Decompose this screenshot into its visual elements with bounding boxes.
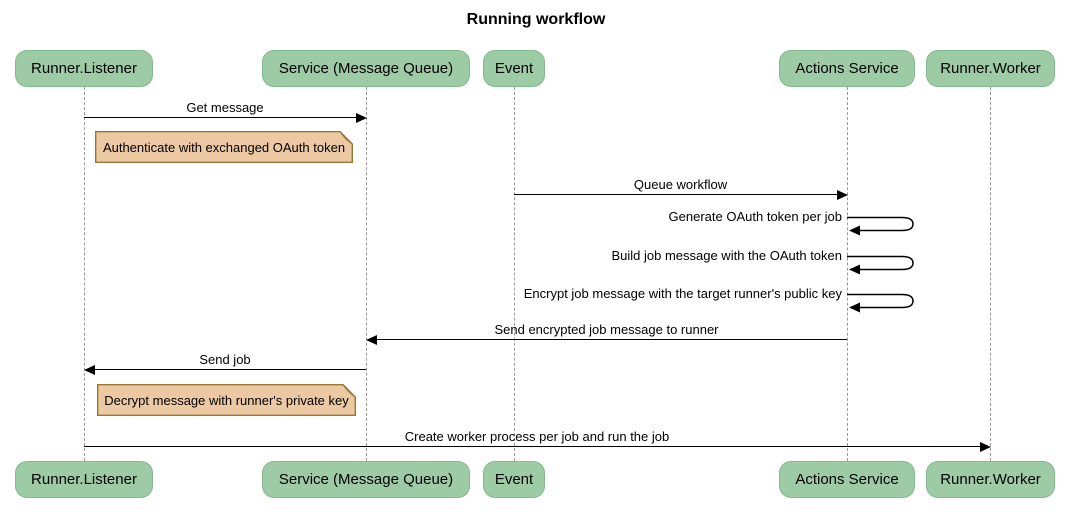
arrowhead-left-icon <box>84 365 95 375</box>
arrowhead-right-icon <box>980 442 991 452</box>
message-label-get-message: Get message <box>186 100 264 115</box>
lifeline-runner-worker <box>990 87 991 461</box>
participant-top-service-message-queue: Service (Message Queue) <box>262 50 470 87</box>
message-line-send-job <box>87 369 366 370</box>
note-shape <box>97 384 356 416</box>
message-label-encrypt-job-message: Encrypt job message with the target runn… <box>523 286 842 301</box>
self-loop-icon <box>847 255 914 275</box>
note-label: Authenticate with exchanged OAuth token <box>102 139 346 155</box>
participant-top-runner-worker: Runner.Worker <box>926 50 1055 87</box>
participant-top-runner-listener: Runner.Listener <box>15 50 153 87</box>
message-label-send-job: Send job <box>199 352 251 367</box>
participant-bottom-runner-listener: Runner.Listener <box>15 461 153 498</box>
participant-bottom-runner-worker: Runner.Worker <box>926 461 1055 498</box>
participant-top-event: Event <box>483 50 545 87</box>
note-decrypt: Decrypt message with runner's private ke… <box>97 384 356 416</box>
lifeline-runner-listener <box>84 87 85 461</box>
arrowhead-right-icon <box>356 113 367 123</box>
diagram-title: Running workflow <box>466 11 606 28</box>
arrowhead-left-icon <box>366 335 377 345</box>
lifeline-event <box>514 87 515 461</box>
lifeline-service-message-queue <box>366 87 367 461</box>
message-line-send-encrypted <box>369 339 847 340</box>
arrowhead-right-icon <box>837 190 848 200</box>
participant-bottom-service-message-queue: Service (Message Queue) <box>262 461 470 498</box>
note-shape <box>95 131 353 163</box>
message-line-queue-workflow <box>514 194 845 195</box>
note-authenticate: Authenticate with exchanged OAuth token <box>95 131 353 163</box>
message-label-generate-oauth: Generate OAuth token per job <box>668 209 842 224</box>
self-loop-icon <box>847 293 914 313</box>
note-label: Decrypt message with runner's private ke… <box>104 392 349 408</box>
message-line-create-worker <box>84 446 988 447</box>
self-loop-icon <box>847 216 914 236</box>
message-label-send-encrypted: Send encrypted job message to runner <box>494 322 719 337</box>
lifeline-actions-service <box>847 87 848 461</box>
participant-top-actions-service: Actions Service <box>779 50 915 87</box>
participant-bottom-actions-service: Actions Service <box>779 461 915 498</box>
participant-bottom-event: Event <box>483 461 545 498</box>
message-label-create-worker: Create worker process per job and run th… <box>404 429 670 444</box>
message-label-build-job-message: Build job message with the OAuth token <box>611 248 842 263</box>
message-label-queue-workflow: Queue workflow <box>633 177 728 192</box>
message-line-get-message <box>84 117 364 118</box>
